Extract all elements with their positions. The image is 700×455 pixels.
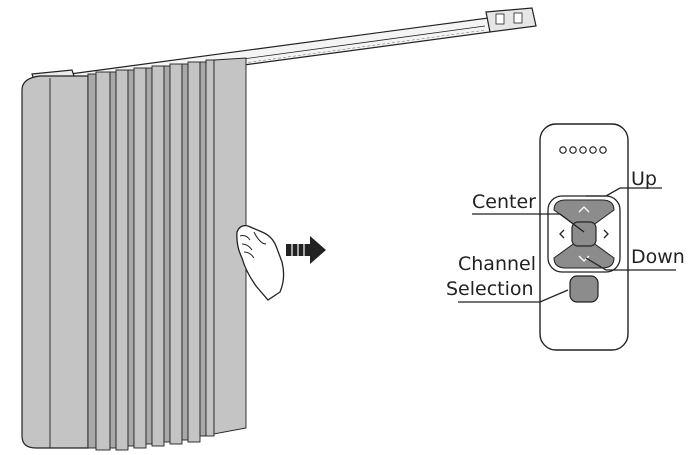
chevron-left-icon[interactable] (559, 229, 565, 239)
label-channel: Channel (458, 253, 536, 275)
hand-pulling-icon (236, 224, 285, 301)
label-up: Up (631, 168, 657, 190)
label-down: Down (631, 246, 685, 268)
indicator-led-5 (599, 146, 607, 154)
indicator-leds (559, 146, 607, 154)
indicator-led-4 (589, 146, 597, 154)
chevron-up-icon (578, 206, 590, 213)
rail-end-cap (485, 7, 537, 33)
curtain (21, 57, 247, 451)
chevron-down-icon (578, 255, 590, 262)
curtain-pleats (87, 57, 247, 451)
channel-selection-button[interactable] (569, 275, 599, 303)
indicator-led-2 (569, 146, 577, 154)
direction-right-arrow-icon (286, 236, 326, 264)
up-button[interactable] (553, 199, 615, 227)
label-selection: Selection (446, 278, 534, 300)
callouts: Up Center Down Channel Selection (446, 168, 685, 303)
indicator-led-1 (559, 146, 567, 154)
label-center: Center (472, 191, 536, 213)
indicator-led-3 (579, 146, 587, 154)
chevron-right-icon[interactable] (603, 229, 609, 239)
dpad (547, 195, 621, 273)
remote-control (539, 123, 629, 351)
